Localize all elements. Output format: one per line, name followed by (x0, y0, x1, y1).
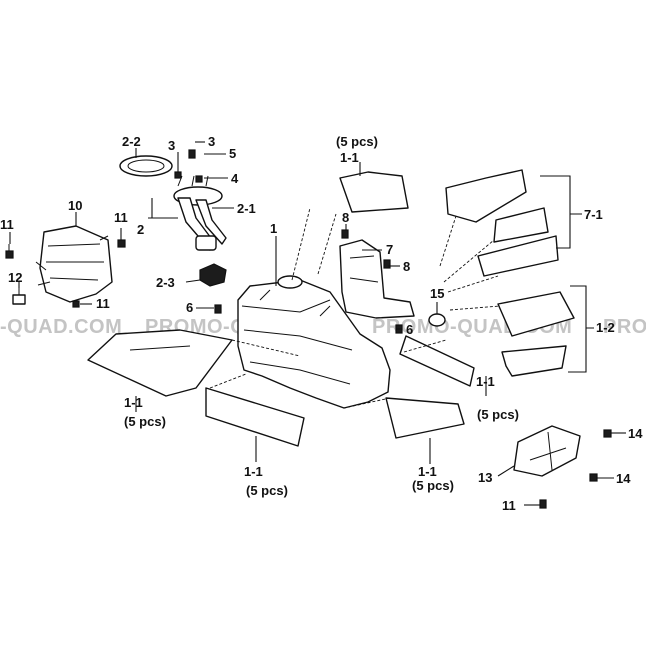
callout-12: 12 (8, 270, 22, 285)
leader-lines (9, 141, 626, 506)
callout-5: 5 (229, 146, 236, 161)
foam-pad-part (339, 171, 409, 213)
callout-10: 10 (68, 198, 82, 213)
cover-panel-part (497, 291, 575, 377)
foam-pad-part (385, 397, 465, 439)
callout-14: 14 (628, 426, 643, 441)
callout-2-3: 2-3 (156, 275, 175, 290)
callout-2-1: 2-1 (237, 201, 256, 216)
callout-7: 7 (386, 242, 393, 257)
callout-6: 6 (406, 322, 413, 337)
hose-clamp-part (12, 288, 26, 305)
callout-quantity: (5 pcs) (477, 407, 519, 422)
callout-quantity: (5 pcs) (246, 483, 288, 498)
screw-part (214, 304, 222, 314)
callout-1-2: 1-2 (596, 320, 615, 335)
bolt-part (72, 300, 80, 308)
callout-1-1: 1-1 (418, 464, 437, 479)
callout-quantity: (5 pcs) (124, 414, 166, 429)
callout-14: 14 (616, 471, 631, 486)
callout-labels: 1 1-1 (5 pcs) 1-1 (5 pcs) 1-1 (5 pcs) 1-… (0, 134, 643, 513)
callout-8: 8 (342, 210, 349, 225)
tank-bracket-part (339, 239, 415, 319)
callout-3: 3 (208, 134, 215, 149)
callout-11: 11 (0, 217, 14, 232)
callout-11: 11 (96, 296, 110, 311)
bolt-part (117, 239, 126, 248)
callout-11: 11 (502, 498, 516, 513)
fuel-tank-part (237, 275, 391, 409)
heat-shield-part (35, 225, 113, 303)
watermark-text: PRO (603, 316, 646, 338)
callout-3: 3 (168, 138, 175, 153)
callout-quantity: (5 pcs) (412, 478, 454, 493)
callout-8: 8 (403, 259, 410, 274)
screw-part (174, 149, 203, 183)
watermark-text: -QUAD.COM (0, 316, 122, 338)
foam-pad-part (87, 329, 233, 397)
callout-1-1: 1-1 (340, 150, 359, 165)
bolt-part (5, 244, 14, 259)
fuel-filter-part (199, 263, 227, 287)
insulation-panel-part (445, 169, 559, 277)
guard-part (513, 425, 612, 509)
callout-1-1: 1-1 (476, 374, 495, 389)
callout-1-1: 1-1 (124, 395, 143, 410)
foam-pad-part (205, 387, 305, 447)
foam-pad-part (399, 335, 475, 387)
callout-13: 13 (478, 470, 492, 485)
grommet-part (428, 313, 446, 327)
callout-15: 15 (430, 286, 444, 301)
callout-1: 1 (270, 221, 277, 236)
callout-4: 4 (231, 171, 239, 186)
callout-6: 6 (186, 300, 193, 315)
callout-2: 2 (137, 222, 144, 237)
callout-11: 11 (114, 210, 128, 225)
callout-quantity: (5 pcs) (336, 134, 378, 149)
callout-2-2: 2-2 (122, 134, 141, 149)
fuel-pump-assembly-part (119, 155, 227, 251)
callout-7-1: 7-1 (584, 207, 603, 222)
callout-1-1: 1-1 (244, 464, 263, 479)
